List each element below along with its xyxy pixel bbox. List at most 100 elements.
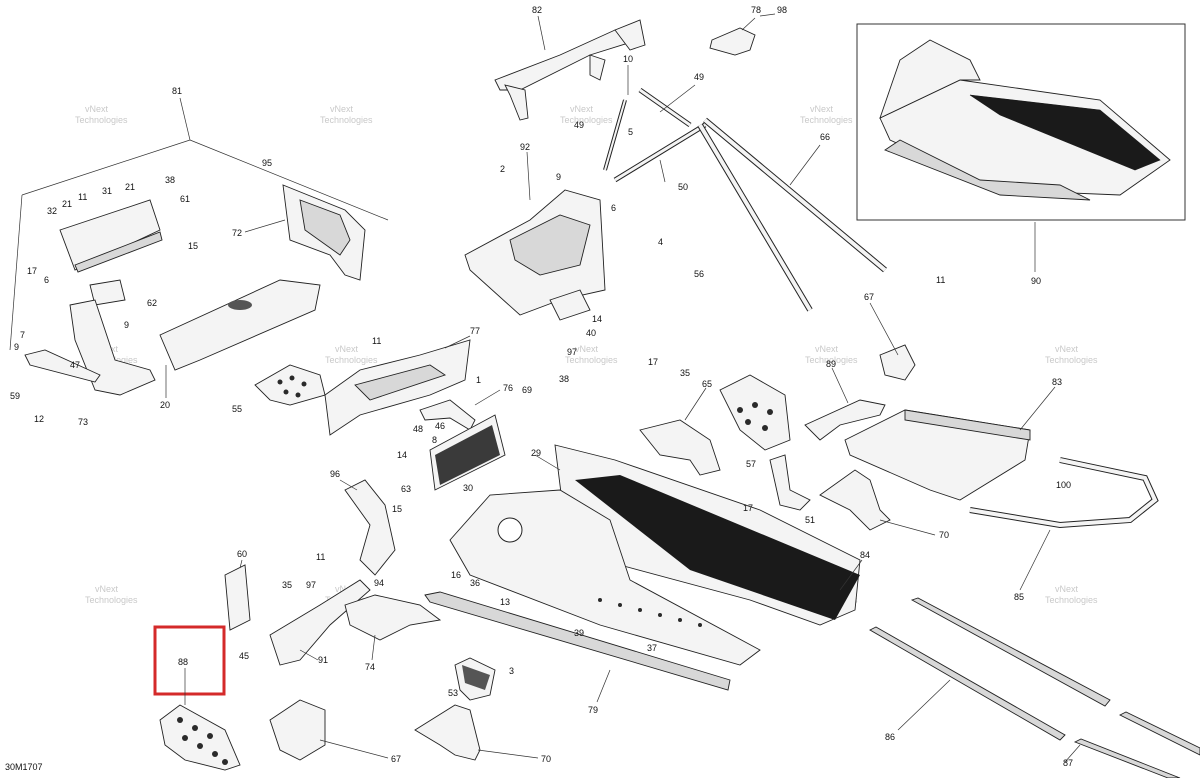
part-20-panel bbox=[159, 279, 321, 398]
callout-label: 3 bbox=[509, 666, 514, 676]
callout-label: 9 bbox=[124, 320, 129, 330]
callout-label: 17 bbox=[27, 266, 37, 276]
callout-label: 15 bbox=[392, 504, 402, 514]
callout-label: 49 bbox=[574, 120, 584, 130]
overview-inset bbox=[856, 23, 1186, 272]
callout-label: 70 bbox=[541, 754, 551, 764]
callout-label: 35 bbox=[680, 368, 690, 378]
callout-label: 14 bbox=[397, 450, 407, 460]
callout-label: 89 bbox=[826, 359, 836, 369]
callout-label: 30 bbox=[463, 483, 473, 493]
callout-label: 65 bbox=[702, 379, 712, 389]
part-67-bracket-top bbox=[719, 302, 916, 451]
callout-label: 37 bbox=[647, 643, 657, 653]
callout-label: 31 bbox=[102, 186, 112, 196]
part-88-footrest bbox=[159, 704, 241, 771]
watermark-text: vNext bbox=[330, 104, 354, 114]
watermark-text: vNext bbox=[1055, 584, 1079, 594]
callout-label: 72 bbox=[232, 228, 242, 238]
callout-label: 9 bbox=[556, 172, 561, 182]
callout-label: 97 bbox=[567, 347, 577, 357]
callout-label: 13 bbox=[500, 597, 510, 607]
callout-label: 92 bbox=[520, 142, 530, 152]
callout-label: 69 bbox=[522, 385, 532, 395]
watermark-text: Technologies bbox=[320, 115, 373, 125]
callout-label: 6 bbox=[44, 275, 49, 285]
part-60-plate bbox=[224, 559, 251, 631]
callout-label: 61 bbox=[180, 194, 190, 204]
callout-label: 38 bbox=[559, 374, 569, 384]
part-51-bracket bbox=[769, 454, 811, 511]
callout-label: 67 bbox=[391, 754, 401, 764]
callout-label: 47 bbox=[70, 360, 80, 370]
watermark-text: Technologies bbox=[75, 115, 128, 125]
callout-label: 63 bbox=[401, 484, 411, 494]
callout-label: 98 bbox=[777, 5, 787, 15]
watermark-text: Technologies bbox=[85, 595, 138, 605]
callout-label: 78 bbox=[751, 5, 761, 15]
callout-label: 32 bbox=[47, 206, 57, 216]
part-89-bracket bbox=[804, 367, 886, 441]
callout-label: 55 bbox=[232, 404, 242, 414]
callout-label: 11 bbox=[372, 336, 381, 346]
watermark-text: Technologies bbox=[565, 355, 618, 365]
callout-label: 51 bbox=[805, 515, 815, 525]
watermark-text: vNext bbox=[815, 344, 839, 354]
watermark-text: Technologies bbox=[560, 115, 613, 125]
callout-label: 57 bbox=[746, 459, 756, 469]
callout-label: 6 bbox=[611, 203, 616, 213]
callout-label: 59 bbox=[10, 391, 20, 401]
callout-label: 17 bbox=[743, 503, 753, 513]
callout-label: 73 bbox=[78, 417, 88, 427]
callout-label: 74 bbox=[365, 662, 375, 672]
callout-label: 9 bbox=[14, 342, 19, 352]
callout-label: 20 bbox=[160, 400, 170, 410]
watermark-text: vNext bbox=[335, 344, 359, 354]
callout-label: 81 bbox=[172, 86, 182, 96]
part-10-strut bbox=[603, 65, 629, 171]
callout-label: 35 bbox=[282, 580, 292, 590]
part-85-handle bbox=[969, 457, 1159, 591]
part-50-66-struts bbox=[613, 84, 887, 312]
callout-label: 2 bbox=[500, 164, 505, 174]
callout-label: 50 bbox=[678, 182, 688, 192]
callout-label: 4 bbox=[658, 237, 663, 247]
callout-label: 48 bbox=[413, 424, 423, 434]
callout-label: 15 bbox=[188, 241, 198, 251]
part-83-bumper bbox=[844, 386, 1056, 501]
callout-label: 100 bbox=[1056, 480, 1071, 490]
callout-label: 70 bbox=[939, 530, 949, 540]
part-67-bracket-bottom bbox=[269, 699, 389, 761]
part-65-bracket bbox=[639, 387, 721, 476]
callout-label: 88 bbox=[178, 657, 188, 667]
callout-label: 66 bbox=[820, 132, 830, 142]
callout-label: 79 bbox=[588, 705, 598, 715]
callout-label: 38 bbox=[165, 175, 175, 185]
part-55-bracket bbox=[254, 364, 326, 406]
part-84-tunnel bbox=[449, 444, 863, 666]
callout-label: 94 bbox=[374, 578, 384, 588]
part-88-highlight bbox=[153, 625, 226, 705]
callout-label: 60 bbox=[237, 549, 247, 559]
callout-label: 84 bbox=[860, 550, 870, 560]
callout-label: 39 bbox=[574, 628, 584, 638]
part-96-bracket bbox=[339, 479, 396, 576]
part-82-handle-frame bbox=[494, 15, 646, 121]
part-87-rail bbox=[1064, 711, 1200, 778]
part-81-assembly bbox=[9, 97, 389, 396]
callout-label: 96 bbox=[330, 469, 340, 479]
callout-label: 86 bbox=[885, 732, 895, 742]
callout-label: 46 bbox=[435, 421, 445, 431]
reference-code: 30M1707 bbox=[5, 762, 43, 772]
watermark-text: vNext bbox=[575, 344, 599, 354]
watermark-text: Technologies bbox=[1045, 595, 1098, 605]
watermark-text: Technologies bbox=[800, 115, 853, 125]
callout-label: 5 bbox=[628, 127, 633, 137]
callout-label: 82 bbox=[532, 5, 542, 15]
part-92-frame bbox=[464, 151, 606, 321]
callout-label: 16 bbox=[451, 570, 461, 580]
callout-label: 91 bbox=[318, 655, 328, 665]
callout-label: 8 bbox=[432, 435, 437, 445]
callout-label: 14 bbox=[592, 314, 602, 324]
